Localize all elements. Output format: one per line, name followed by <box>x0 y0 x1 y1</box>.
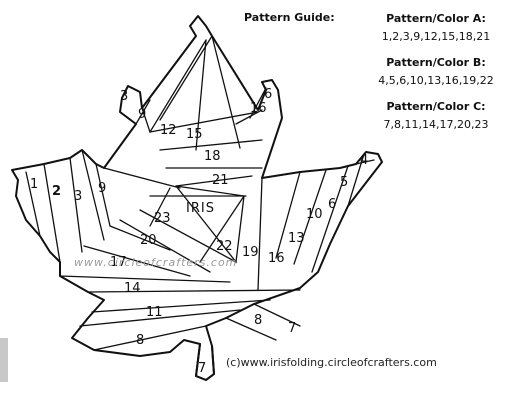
edge-marker <box>0 338 8 382</box>
leaf-outline <box>12 16 382 380</box>
pattern-color-c-pieces: 7,8,11,14,17,20,23 <box>361 118 511 131</box>
piece-number-4: 4 <box>360 153 368 168</box>
pattern-color-b-block: Pattern/Color B: 4,5,6,10,13,16,19,22 <box>361 56 511 87</box>
copyright-text: (c)www.irisfolding.circleofcrafters.com <box>226 356 437 369</box>
piece-number-18: 18 <box>204 149 221 164</box>
iris-label: IRIS <box>186 201 215 216</box>
piece-number-7: 7 <box>288 321 296 336</box>
piece-number-6-top: 6 <box>264 87 272 102</box>
piece-number-3-top: 3 <box>120 89 128 104</box>
upper-lobe-strips <box>136 36 262 186</box>
piece-number-12: 12 <box>160 123 177 138</box>
pattern-color-c-block: Pattern/Color C: 7,8,11,14,17,20,23 <box>361 100 511 131</box>
piece-number-3: 3 <box>74 189 82 204</box>
pattern-color-a-label: Pattern/Color A: <box>361 12 511 25</box>
piece-number-1: 1 <box>30 177 38 192</box>
pattern-color-b-label: Pattern/Color B: <box>361 56 511 69</box>
piece-number-16: 16 <box>268 251 285 266</box>
piece-number-13: 13 <box>288 231 305 246</box>
piece-number-11: 11 <box>146 305 163 320</box>
piece-number-10: 10 <box>306 207 323 222</box>
piece-number-9-top: 9 <box>138 107 146 122</box>
pattern-color-c-label: Pattern/Color C: <box>361 100 511 113</box>
piece-number-8-left: 8 <box>136 333 144 348</box>
piece-number-20: 20 <box>140 233 157 248</box>
piece-number-21: 21 <box>212 173 229 188</box>
watermark-text: www.circleofcrafters.com <box>74 256 237 269</box>
piece-number-2: 2 <box>52 184 61 199</box>
pattern-guide-title: Pattern Guide: <box>244 11 335 24</box>
piece-number-22: 22 <box>216 239 233 254</box>
pattern-color-a-pieces: 1,2,3,9,12,15,18,21 <box>361 30 511 43</box>
piece-number-23: 23 <box>154 211 171 226</box>
piece-number-15: 15 <box>186 127 203 142</box>
piece-number-8-right: 8 <box>254 313 262 328</box>
piece-number-19: 19 <box>242 245 259 260</box>
piece-number-6: 6 <box>328 197 336 212</box>
pattern-color-b-pieces: 4,5,6,10,13,16,19,22 <box>361 74 511 87</box>
pattern-color-a-block: Pattern/Color A: 1,2,3,9,12,15,18,21 <box>361 12 511 43</box>
piece-number-14: 14 <box>124 281 141 296</box>
piece-number-7-stem: 7 <box>198 361 206 376</box>
piece-number-5: 5 <box>340 175 348 190</box>
piece-number-9: 9 <box>98 181 106 196</box>
piece-number-16-top: 16 <box>250 101 267 116</box>
